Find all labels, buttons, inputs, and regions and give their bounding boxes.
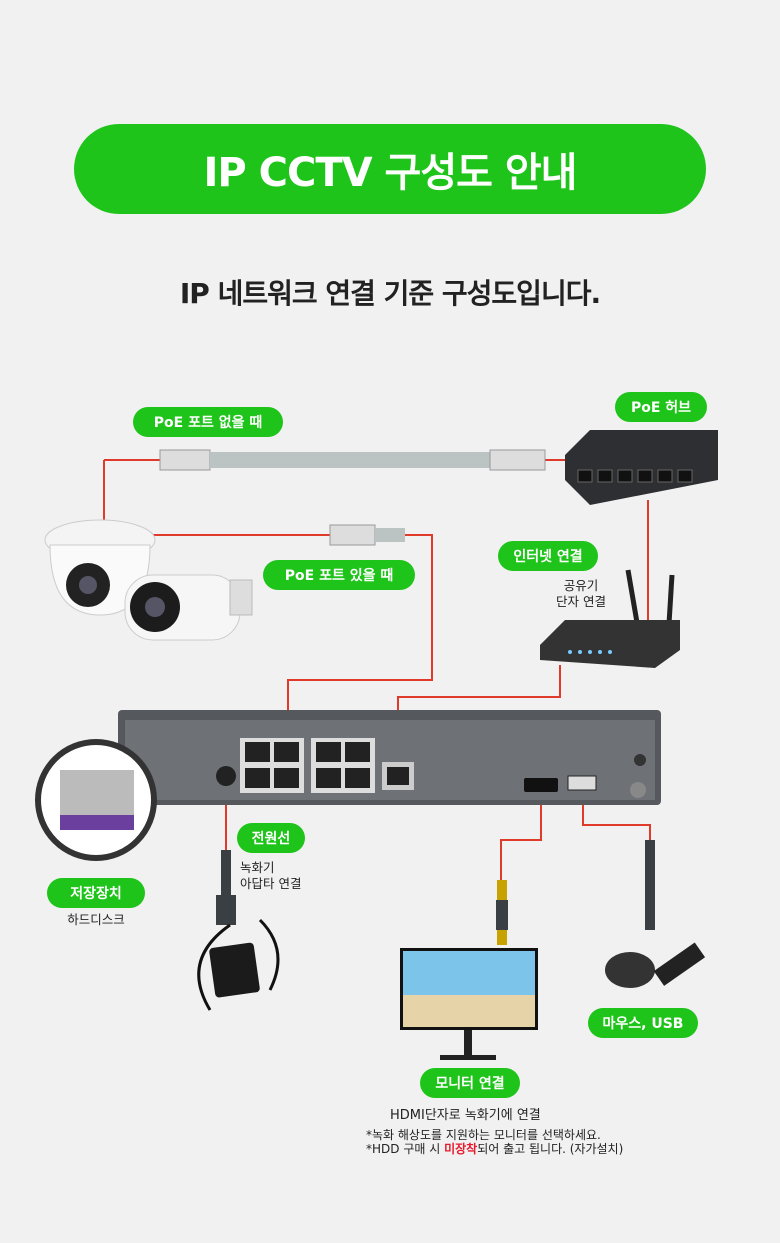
label-monitor: 모니터 연결 bbox=[420, 1068, 520, 1098]
label-storage: 저장장치 bbox=[47, 878, 145, 908]
note-line2-pre: *HDD 구매 시 bbox=[366, 1142, 445, 1156]
connection-lines bbox=[103, 459, 651, 880]
note-line1: *녹화 해상도를 지원하는 모니터를 선택하세요. bbox=[366, 1128, 601, 1142]
camera-images bbox=[44, 519, 253, 641]
note-line2-post: 되어 출고 됩니다. (자가설치) bbox=[477, 1142, 624, 1156]
lan-cable-long bbox=[159, 449, 546, 471]
note-line2: *HDD 구매 시 미장착되어 출고 됩니다. (자가설치) bbox=[366, 1142, 623, 1156]
hdmi-cable-image bbox=[496, 880, 508, 945]
note-line2-highlight: 미장착 bbox=[444, 1142, 478, 1156]
storage-desc: 하드디스크 bbox=[67, 912, 125, 927]
monitor-image bbox=[400, 948, 538, 1060]
power-desc-line2: 아답타 연결 bbox=[240, 876, 302, 891]
power-adapter-image bbox=[197, 850, 280, 1011]
poe-hub-image bbox=[565, 430, 718, 625]
label-internet: 인터넷 연결 bbox=[498, 541, 598, 571]
nvr-image bbox=[118, 710, 661, 805]
hdd-image bbox=[35, 739, 157, 861]
mouse-usb-image bbox=[605, 840, 706, 988]
label-poe-hub: PoE 허브 bbox=[615, 392, 707, 422]
page-subtitle: IP 네트워크 연결 기준 구성도입니다. bbox=[179, 277, 601, 310]
label-power: 전원선 bbox=[237, 823, 305, 853]
monitor-desc: HDMI단자로 녹화기에 연결 bbox=[390, 1108, 541, 1123]
lan-cable-short bbox=[329, 524, 405, 546]
router-image bbox=[540, 569, 680, 668]
notes: *녹화 해상도를 지원하는 모니터를 선택하세요. *HDD 구매 시 미장착되… bbox=[366, 1128, 623, 1156]
power-desc-line1: 녹화기 bbox=[240, 860, 275, 875]
internet-desc-line2: 단자 연결 bbox=[556, 594, 606, 609]
page-title: IP CCTV 구성도 안내 bbox=[74, 124, 706, 214]
label-poe-yes: PoE 포트 있을 때 bbox=[263, 560, 415, 590]
internet-desc-line1: 공유기 bbox=[563, 578, 599, 593]
label-mouse-usb: 마우스, USB bbox=[588, 1008, 698, 1038]
label-poe-none: PoE 포트 없을 때 bbox=[133, 407, 283, 437]
